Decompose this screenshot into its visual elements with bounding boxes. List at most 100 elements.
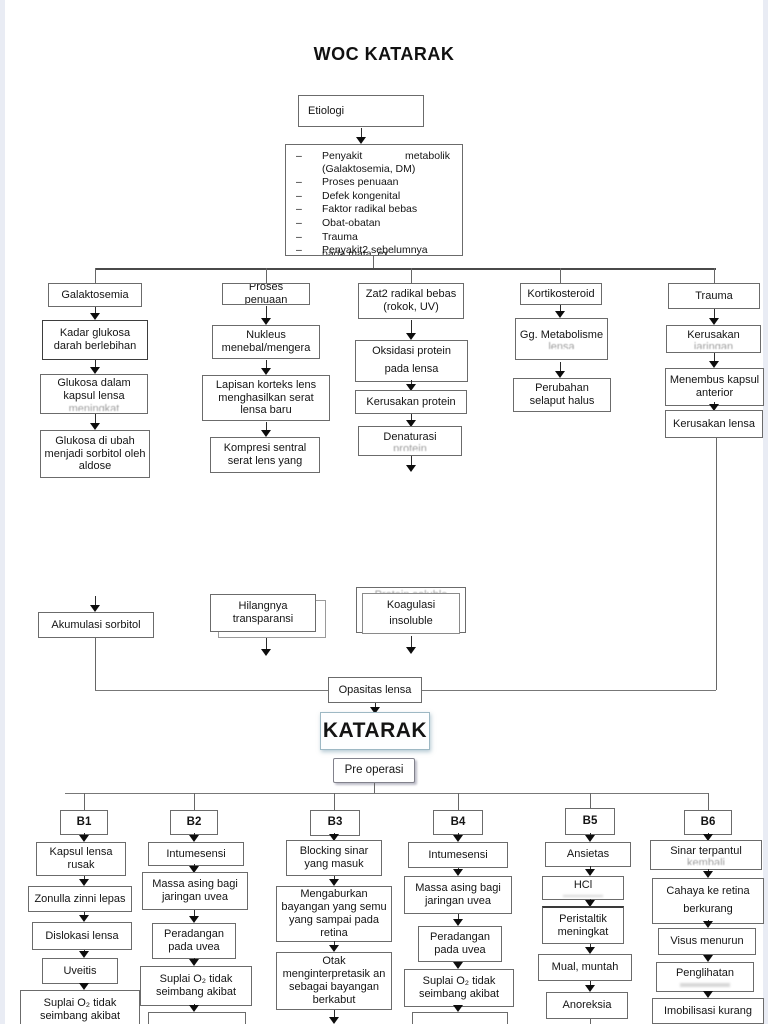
- branch-line-top: [95, 268, 716, 270]
- node-kadar-glukosa: Kadar glukosa darah berlebihan: [42, 320, 148, 360]
- node-b2-suplai-o2: Suplai O₂ tidak seimbang akibat: [140, 966, 252, 1006]
- arrow-down: [90, 307, 101, 320]
- node-label: Kerusakan: [687, 328, 740, 341]
- arrow-down: [585, 981, 596, 992]
- node-denaturasi: Denaturasi protein: [358, 426, 462, 456]
- node-b2-massa-asing: Massa asing bagi jaringan uvea: [142, 872, 248, 910]
- clipped-text: protein: [393, 444, 427, 452]
- arrow-down: [709, 353, 720, 368]
- node-b4-peradangan: Peradangan pada uvea: [418, 926, 502, 962]
- node-akumulasi-sorbitol: Akumulasi sorbitol: [38, 612, 154, 638]
- arrow-down: [90, 360, 101, 374]
- arrow-down: [703, 920, 714, 928]
- node-label: Sinar terpantul: [670, 844, 742, 857]
- arrow-down: [90, 596, 101, 612]
- arrow-down: [189, 833, 200, 842]
- node-b5-mual-muntah: Mual, muntah: [538, 954, 632, 981]
- clipped-text: kembali: [687, 858, 725, 866]
- node-katarak: KATARAK: [320, 712, 430, 750]
- arrow-down: [356, 128, 367, 144]
- arrow-down: [453, 1005, 464, 1012]
- node-zat2-radikal-bebas: Zat2 radikal bebas (rokok, UV): [358, 283, 464, 319]
- connector-line: [84, 793, 85, 810]
- arrow-down: [79, 983, 90, 990]
- arrow-down: [555, 305, 566, 318]
- arrow-down: [585, 899, 596, 907]
- node-kortikosteroid: Kortikosteroid: [520, 283, 602, 305]
- node-b1: B1: [60, 810, 108, 835]
- arrow-down: [709, 309, 720, 325]
- clipped-text: jaringan: [693, 342, 734, 350]
- node-b5-hcl: HCl: [542, 876, 624, 900]
- arrow-down: [189, 910, 200, 923]
- arrow-down: [406, 380, 417, 391]
- connector-line: [714, 268, 715, 283]
- dash-bullet: –: [296, 216, 302, 229]
- node-b1-zonulla: Zonulla zinni lepas: [28, 886, 132, 912]
- dash-bullet: –: [296, 230, 302, 243]
- node-hilangnya-transparansi: Hilangnya transparansi: [210, 594, 316, 632]
- cause-item-overlapping: – Penyakit2 sebelumnya pada mata, ex :: [296, 244, 456, 256]
- node-perubahan-selaput: Perubahan selaput halus: [513, 378, 611, 412]
- node-b6-visus: Visus menurun: [658, 928, 756, 955]
- node-b3: B3: [310, 810, 360, 836]
- node-label: Gg. Metabolisme: [519, 328, 604, 341]
- arrow-down: [79, 833, 90, 842]
- arrow-down: [79, 912, 90, 922]
- arrow-down: [90, 414, 101, 430]
- connector-line: [266, 268, 267, 283]
- arrow-down: [406, 320, 417, 340]
- dash-bullet: –: [296, 244, 302, 256]
- branch-line-bottom: [65, 793, 708, 794]
- connector-line: [560, 268, 561, 283]
- node-b1-suplai-o2: Suplai O₂ tidak seimbang akibat: [20, 990, 140, 1024]
- arrow-down: [585, 944, 596, 954]
- node-b5-ansietas: Ansietas: [545, 842, 631, 867]
- arrow-down: [555, 362, 566, 378]
- arrow-down: [261, 422, 272, 437]
- arrow-down: [370, 703, 381, 714]
- node-galaktosemia: Galaktosemia: [48, 283, 142, 307]
- clipped-text: meningkat: [68, 403, 120, 411]
- arrow-down: [329, 1010, 340, 1024]
- node-b6: B6: [684, 810, 732, 835]
- arrow-down: [189, 1004, 200, 1012]
- node-kerusakan-jaringan: Kerusakan jaringan: [666, 325, 761, 353]
- node-gg-metabolisme: Gg. Metabolisme lensa: [515, 318, 608, 360]
- connector-line: [590, 1019, 591, 1024]
- arrow-down: [585, 833, 596, 842]
- connector-line: [374, 783, 375, 793]
- node-nukleus: Nukleus menebal/mengera: [212, 325, 320, 359]
- node-b4-massa-asing: Massa asing bagi jaringan uvea: [404, 876, 512, 914]
- node-b4-intumesensi: Intumesensi: [408, 842, 508, 868]
- node-pre-operasi: Pre operasi: [333, 758, 415, 783]
- clipped-text-artifact: [680, 982, 730, 987]
- node-b5: B5: [565, 808, 615, 835]
- node-label: Penglihatan: [675, 967, 735, 980]
- node-lapisan-korteks: Lapisan korteks lens menghasilkan serat …: [202, 375, 330, 421]
- arrow-down: [261, 638, 272, 656]
- node-b3-mengaburkan: Mengaburkan bayangan yang semu yang samp…: [276, 886, 392, 942]
- node-b2-intumesensi: Intumesensi: [148, 842, 244, 866]
- arrow-down: [329, 833, 340, 841]
- arrow-down: [453, 914, 464, 926]
- connector-line: [194, 793, 195, 810]
- dash-bullet: –: [296, 189, 302, 202]
- connector-line: [95, 638, 96, 690]
- arrow-down: [703, 833, 714, 841]
- node-trauma: Trauma: [668, 283, 760, 309]
- cause-item: –Trauma: [296, 230, 358, 243]
- node-b1-kapsul-rusak: Kapsul lensa rusak: [36, 842, 126, 876]
- arrow-down: [585, 866, 596, 876]
- node-b3-otak: Otak menginterpretasik an sebagai bayang…: [276, 952, 392, 1010]
- node-menembus-kapsul: Menembus kapsul anterior: [665, 368, 764, 406]
- connector-line: [708, 793, 709, 810]
- arrow-down: [453, 833, 464, 842]
- node-etiologi: Etiologi: [298, 95, 424, 127]
- connector-line: [334, 793, 335, 810]
- clipped-text: lensa: [548, 342, 575, 350]
- node-kompresi-sentral: Kompresi sentral serat lens yang: [210, 437, 320, 473]
- arrow-down: [79, 876, 90, 886]
- node-label: Denaturasi: [383, 430, 437, 443]
- dash-bullet: –: [296, 203, 302, 216]
